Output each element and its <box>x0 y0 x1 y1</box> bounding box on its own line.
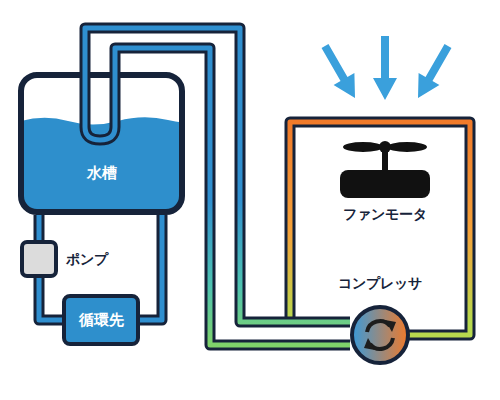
node-label: ファンモータ <box>330 206 440 224</box>
compressor-circle: コンプレッサ <box>350 305 410 365</box>
pump-box: ポンプ <box>20 240 58 278</box>
compressor-circle-shape <box>350 305 410 365</box>
node-label: 水槽 <box>18 164 185 183</box>
node-label: コンプレッサ <box>300 275 460 293</box>
water-tank-shape <box>18 72 185 215</box>
node-label: ポンプ <box>66 251 108 269</box>
pipe-connector <box>140 215 162 320</box>
tank-pipe <box>85 72 115 140</box>
pump-box-shape <box>20 240 58 278</box>
water <box>21 117 182 212</box>
airflow-arrows <box>315 36 459 104</box>
water-tank: 水槽 <box>18 72 185 215</box>
tank-pipe-inner <box>85 72 115 140</box>
node-label: 循環先 <box>79 311 124 330</box>
fan-motor: ファンモータ <box>330 132 440 202</box>
pipe-connector <box>39 278 62 320</box>
refrigerant-loop <box>290 122 470 335</box>
destination-box: 循環先 <box>62 294 140 346</box>
pipe-connector <box>39 215 40 240</box>
fan-motor-shape <box>330 132 440 202</box>
